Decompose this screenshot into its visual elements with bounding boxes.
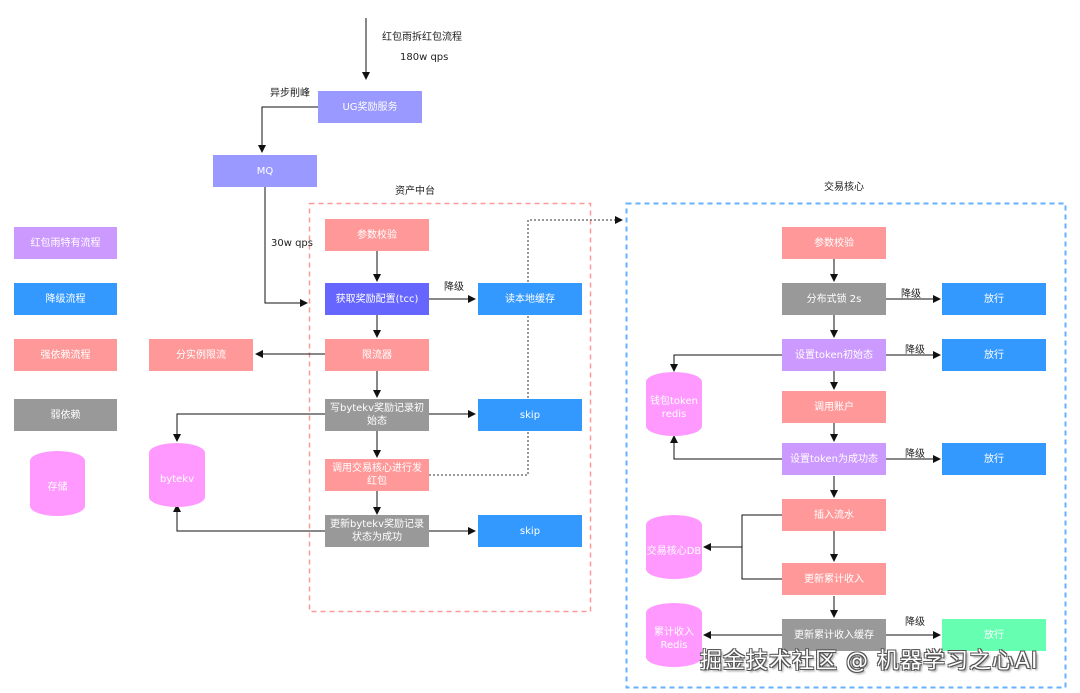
legend-special-flow: 红包雨特有流程	[14, 227, 117, 259]
write-bytekv-box[interactable]: 写bytekv奖励记录初始态	[325, 399, 429, 431]
insert-flow-box[interactable]: 插入流水	[782, 499, 886, 531]
mq-qps-label: 30w qps	[271, 238, 313, 249]
legend-storage: 存储	[30, 451, 85, 516]
cylinder-icon	[646, 372, 702, 436]
instance-limit-box[interactable]: 分实例限流	[149, 339, 253, 371]
ug-service-box[interactable]: UG奖励服务	[318, 91, 422, 123]
set-token-success-box[interactable]: 设置token为成功态	[782, 443, 886, 475]
async-label: 异步削峰	[270, 88, 310, 99]
tokensuccess-to-wallet-arrow	[670, 435, 782, 460]
entry-title-label: 红包雨拆红包流程	[382, 32, 462, 43]
income-redis[interactable]: 累计收入 Redis	[646, 603, 702, 667]
trade-db-label: 交易核心DB	[646, 545, 702, 557]
mq-to-asset-arrow	[264, 187, 308, 307]
trade-degrade-label-2: 降级	[905, 345, 925, 356]
update-to-bytekv-arrow	[173, 504, 325, 532]
legend-degrade-flow: 降级流程	[14, 283, 117, 315]
update-income-box[interactable]: 更新累计收入	[782, 563, 886, 595]
trade-param-check-box[interactable]: 参数校验	[782, 227, 886, 259]
legend-strong-dependency: 强依赖流程	[14, 339, 117, 371]
get-config-box[interactable]: 获取奖励配置(tcc)	[325, 283, 429, 315]
asset-center-title: 资产中台	[395, 186, 435, 197]
call-trade-box[interactable]: 调用交易核心进行发红包	[325, 459, 429, 491]
skip-box-1[interactable]: skip	[478, 399, 582, 431]
trade-core-db[interactable]: 交易核心DB	[646, 515, 702, 579]
pass-box-4[interactable]: 放行	[942, 619, 1046, 651]
wallet-token-redis[interactable]: 钱包token redis	[646, 372, 702, 436]
trade-degrade-label-1: 降级	[901, 289, 921, 300]
flow-to-db-line	[741, 514, 782, 580]
set-token-init-box[interactable]: 设置token初始态	[782, 339, 886, 371]
skip-box-2[interactable]: skip	[478, 515, 582, 547]
bytekv-label: bytekv	[159, 473, 195, 485]
call-to-trade-dotted-arrow	[429, 216, 623, 476]
bytekv-storage[interactable]: bytekv	[149, 443, 205, 507]
legend-weak-dependency: 弱依赖	[14, 399, 117, 431]
read-local-cache-box[interactable]: 读本地缓存	[478, 283, 582, 315]
update-income-cache-box[interactable]: 更新累计收入缓存	[782, 619, 886, 651]
ug-to-mq-arrow	[258, 106, 318, 153]
legend-storage-label: 存储	[47, 482, 68, 493]
call-account-box[interactable]: 调用账户	[782, 391, 886, 423]
dist-lock-box[interactable]: 分布式锁 2s	[782, 283, 886, 315]
trade-degrade-label-3: 降级	[905, 449, 925, 460]
watermark: 掘金技术社区 @ 机器学习之心AI	[700, 649, 1039, 674]
asset-degrade-label: 降级	[444, 282, 464, 293]
wallet-redis-label: 钱包token redis	[650, 396, 698, 420]
asset-param-check-box[interactable]: 参数校验	[325, 219, 429, 251]
asset-center-container	[308, 202, 592, 613]
entry-qps-label: 180w qps	[400, 52, 449, 63]
trade-degrade-label-4: 降级	[905, 617, 925, 628]
update-bytekv-box[interactable]: 更新bytekv奖励记录状态为成功	[325, 515, 429, 547]
pass-box-1[interactable]: 放行	[942, 283, 1046, 315]
mq-box[interactable]: MQ	[213, 155, 317, 187]
tokeninit-to-wallet-arrow	[670, 354, 782, 372]
cylinder-icon	[646, 603, 702, 667]
income-redis-label: 累计收入 Redis	[654, 627, 694, 651]
write-to-bytekv-arrow	[173, 413, 325, 442]
cylinder-icon	[646, 515, 702, 579]
trade-core-title: 交易核心	[824, 182, 864, 193]
trade-core-container	[625, 202, 1067, 689]
pass-box-3[interactable]: 放行	[942, 443, 1046, 475]
cylinder-icon	[149, 443, 205, 507]
pass-box-2[interactable]: 放行	[942, 339, 1046, 371]
cylinder-icon	[30, 451, 85, 516]
rate-limiter-box[interactable]: 限流器	[325, 339, 429, 371]
